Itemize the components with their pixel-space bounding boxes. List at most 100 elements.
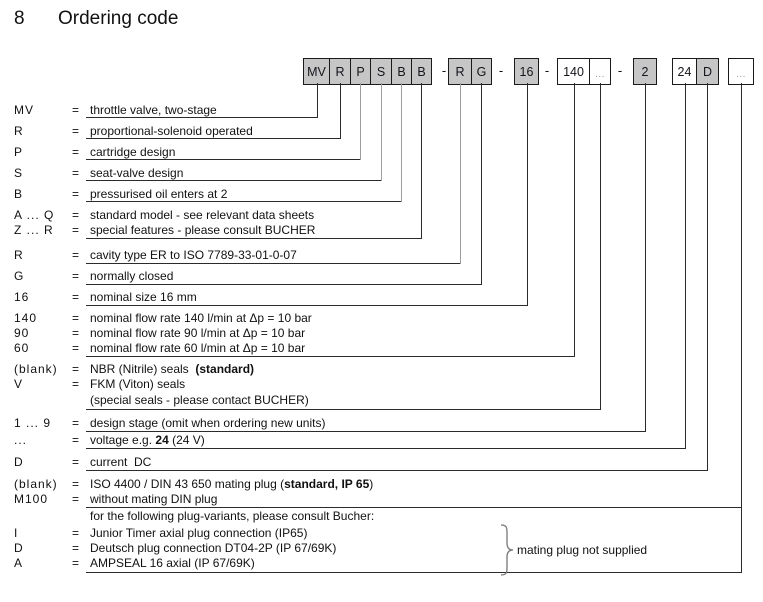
- description-segment: ISO 4400 / DIN 43 650 mating plug (: [90, 477, 285, 491]
- underline-connector: [86, 138, 341, 139]
- legend-code: V: [14, 377, 24, 391]
- vertical-connector: [360, 83, 361, 160]
- dash-separator: -: [617, 63, 623, 78]
- underline-connector: [86, 431, 646, 432]
- underline-connector: [86, 305, 528, 306]
- code-box: 2: [634, 59, 656, 84]
- underline-connector: [86, 284, 482, 285]
- dash-separator: -: [498, 63, 504, 78]
- legend-code: 16: [14, 290, 30, 304]
- equals-sign: =: [72, 248, 80, 262]
- legend-code: MV: [14, 103, 34, 117]
- legend-description: nominal size 16 mm: [90, 291, 197, 304]
- underline-connector: [86, 180, 382, 181]
- legend-description: normally closed: [90, 270, 173, 283]
- vertical-connector: [481, 83, 482, 285]
- legend-code: 1 ... 9: [14, 416, 52, 430]
- equals-sign: =: [72, 290, 80, 304]
- description-segment: cartridge design: [90, 145, 176, 159]
- equals-sign: =: [72, 541, 80, 555]
- legend-description: for the following plug-variants, please …: [90, 510, 374, 523]
- description-segment: normally closed: [90, 269, 174, 283]
- code-box: ...: [589, 59, 610, 84]
- equals-sign: =: [72, 269, 80, 283]
- equals-sign: =: [72, 362, 80, 376]
- description-segment: nominal flow rate 90 l/min at Δp = 10 ba…: [90, 326, 306, 340]
- legend-code: (blank): [14, 477, 58, 491]
- legend-code: D: [14, 541, 24, 555]
- equals-sign: =: [72, 103, 80, 117]
- legend-code: R: [14, 124, 24, 138]
- legend-code: R: [14, 248, 24, 262]
- legend-description: pressurised oil enters at 2: [90, 188, 227, 201]
- description-segment: proportional-solenoid operated: [90, 124, 253, 138]
- description-segment: NBR (Nitrile) seals: [90, 362, 196, 376]
- dash-separator: -: [544, 63, 550, 78]
- underline-connector: [86, 448, 686, 449]
- vertical-connector: [600, 83, 601, 410]
- legend-description: Junior Timer axial plug connection (IP65…: [90, 527, 307, 540]
- legend-description: throttle valve, two-stage: [90, 104, 217, 117]
- code-box-group: 16: [514, 58, 539, 85]
- section-number: 8: [14, 8, 25, 29]
- description-segment: nominal size 16 mm: [90, 290, 197, 304]
- underline-connector: [86, 356, 575, 357]
- underline-connector: [86, 201, 402, 202]
- legend-description: seat-valve design: [90, 167, 183, 180]
- vertical-connector: [401, 83, 402, 202]
- legend-description: cavity type ER to ISO 7789-33-01-0-07: [90, 249, 297, 262]
- description-segment: without mating DIN plug: [90, 492, 218, 506]
- equals-sign: =: [72, 326, 80, 340]
- code-box: ...: [729, 59, 753, 84]
- equals-sign: =: [72, 433, 80, 447]
- code-box-label: 16: [519, 64, 534, 79]
- legend-code: I: [14, 526, 19, 540]
- vertical-connector: [645, 83, 646, 432]
- legend-code: 140: [14, 311, 38, 325]
- code-box-label: 24: [677, 64, 692, 79]
- code-box-label: 140: [563, 64, 584, 79]
- equals-sign: =: [72, 124, 80, 138]
- equals-sign: =: [72, 208, 80, 222]
- vertical-connector: [685, 83, 686, 449]
- underline-connector: [86, 263, 461, 264]
- code-box-group: 24 D: [672, 58, 719, 85]
- code-box-label: P: [356, 64, 365, 79]
- legend-description: special features - please consult BUCHER: [90, 224, 315, 237]
- code-box-label: R: [455, 64, 465, 79]
- description-segment: throttle valve, two-stage: [90, 103, 217, 117]
- legend-code: 60: [14, 341, 30, 355]
- equals-sign: =: [72, 166, 80, 180]
- vertical-connector: [707, 83, 708, 471]
- code-box-label: 2: [641, 64, 649, 79]
- legend-code: (blank): [14, 362, 58, 376]
- equals-sign: =: [72, 377, 80, 391]
- code-box-group: 2: [633, 58, 657, 85]
- legend-description: current DC: [90, 456, 151, 469]
- description-segment: nominal flow rate 60 l/min at Δp = 10 ba…: [90, 341, 306, 355]
- legend-description: ISO 4400 / DIN 43 650 mating plug (stand…: [90, 478, 373, 491]
- legend-code: 90: [14, 326, 30, 340]
- description-segment: ): [369, 477, 374, 491]
- description-segment: for the following plug-variants, please …: [90, 509, 375, 523]
- vertical-connector: [460, 83, 461, 264]
- equals-sign: =: [72, 477, 80, 491]
- underline-connector: [86, 507, 742, 508]
- legend-code: G: [14, 269, 25, 283]
- code-box: R: [329, 59, 350, 84]
- equals-sign: =: [72, 416, 80, 430]
- equals-sign: =: [72, 311, 80, 325]
- legend-description: proportional-solenoid operated: [90, 125, 253, 138]
- page-title: Ordering code: [58, 8, 179, 29]
- description-segment: special features - please consult BUCHER: [90, 223, 316, 237]
- equals-sign: =: [72, 187, 80, 201]
- legend-code: A ... Q: [14, 208, 55, 222]
- legend-description: voltage e.g. 24 (24 V): [90, 434, 205, 447]
- description-segment: 24: [155, 433, 169, 447]
- code-box-label: B: [417, 64, 426, 79]
- code-box-label: D: [702, 64, 713, 79]
- code-box: MV: [304, 59, 329, 84]
- legend-description: NBR (Nitrile) seals (standard): [90, 363, 254, 376]
